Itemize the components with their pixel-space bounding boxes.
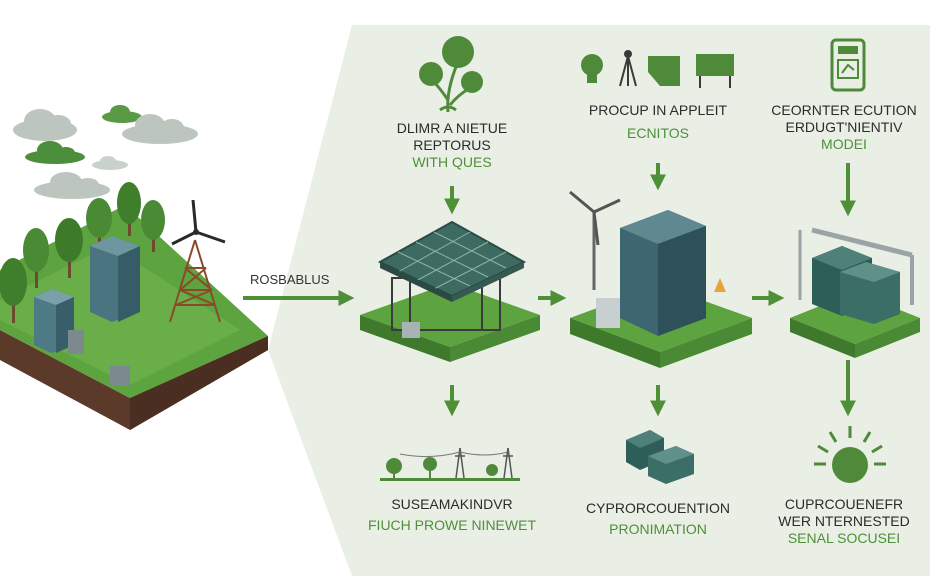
cloud-icon bbox=[34, 172, 110, 199]
forest-wind-turbine-island bbox=[0, 182, 268, 430]
flow-label: ROSBABLUS bbox=[250, 272, 330, 287]
top-step-1-accent: WITH QUES bbox=[412, 154, 492, 170]
top-step-2-text: PROCUP IN APPLEIT ECNITOS bbox=[568, 102, 748, 142]
top-step-3-text: CEORNTER ECUTION ERDUGT'NIENTIV MODEI bbox=[758, 102, 930, 153]
plant-sapling-icon bbox=[419, 36, 483, 113]
top-step-3-line-2: ERDUGT'NIENTIV bbox=[785, 119, 903, 135]
top-step-1-line-1: DLIMR A NIETUE bbox=[396, 120, 508, 136]
office-tower-icon bbox=[620, 210, 706, 336]
server-modules-icon bbox=[626, 430, 694, 484]
cloud-icon bbox=[13, 109, 77, 141]
clouds bbox=[13, 105, 198, 199]
cloud-icon bbox=[102, 105, 142, 123]
bottom-step-1-text: SUSEAMAKINDVR FIUCH PROWE NINEWET bbox=[357, 496, 547, 534]
tree-icon bbox=[0, 258, 27, 323]
cloud-icon bbox=[122, 114, 198, 144]
phone-device-icon bbox=[830, 38, 866, 92]
bottom-step-2-accent: PRONIMATION bbox=[609, 521, 707, 537]
utility-box-icon bbox=[68, 330, 130, 386]
tree-icon bbox=[86, 198, 112, 252]
top-step-2-line-1: PROCUP IN APPLEIT bbox=[588, 102, 728, 118]
energy-burst-icon bbox=[814, 426, 886, 483]
bottom-step-1-title: SUSEAMAKINDVR bbox=[391, 496, 513, 512]
container-icon bbox=[840, 262, 900, 324]
flag-icon bbox=[648, 56, 680, 86]
tripod-icon bbox=[619, 50, 637, 87]
lightbulb-icon bbox=[581, 54, 603, 83]
solar-canopy-platform bbox=[360, 220, 540, 362]
tree-icon bbox=[141, 200, 165, 252]
tree-icon bbox=[23, 228, 49, 288]
bottom-step-3-accent: SENAL SOCUSEI bbox=[787, 530, 901, 546]
building-icon bbox=[34, 289, 74, 353]
building-icon bbox=[90, 236, 140, 322]
tree-icon bbox=[55, 218, 83, 278]
bottom-step-3-text: CUPRCOUENEFR WER NTERNESTED SENAL SOCUSE… bbox=[758, 496, 930, 547]
wind-tower-platform bbox=[569, 190, 752, 368]
bottom-step-1-accent: FIUCH PROWE NINEWET bbox=[368, 517, 536, 533]
billboard-icon bbox=[696, 54, 734, 88]
wind-turbine-icon bbox=[169, 239, 221, 323]
landscape-trees-powerline-icon bbox=[380, 447, 520, 481]
bottom-step-2-text: CYPRORCOUENTION PRONIMATION bbox=[566, 500, 750, 538]
warning-sign-icon bbox=[714, 278, 726, 292]
top-step-1-text: DLIMR A NIETUE REPTORUS WITH QUES bbox=[362, 120, 542, 171]
cloud-icon bbox=[92, 156, 128, 170]
container-crane-platform bbox=[790, 227, 920, 358]
bottom-step-3-line-2: WER NTERNESTED bbox=[778, 513, 910, 529]
top-step-3-accent: MODEI bbox=[821, 136, 867, 152]
cloud-icon bbox=[25, 141, 85, 164]
top-step-1-line-2: REPTORUS bbox=[413, 137, 491, 153]
tree-icon bbox=[117, 182, 141, 236]
bottom-step-3-line-1: CUPRCOUENEFR bbox=[784, 496, 904, 512]
turbine-blades bbox=[171, 199, 226, 246]
wind-turbine-icon bbox=[569, 190, 621, 290]
top-step-3-line-1: CEORNTER ECUTION bbox=[771, 102, 917, 118]
top-step-2-accent: ECNITOS bbox=[627, 125, 689, 141]
bottom-step-2-title: CYPRORCOUENTION bbox=[586, 500, 730, 516]
